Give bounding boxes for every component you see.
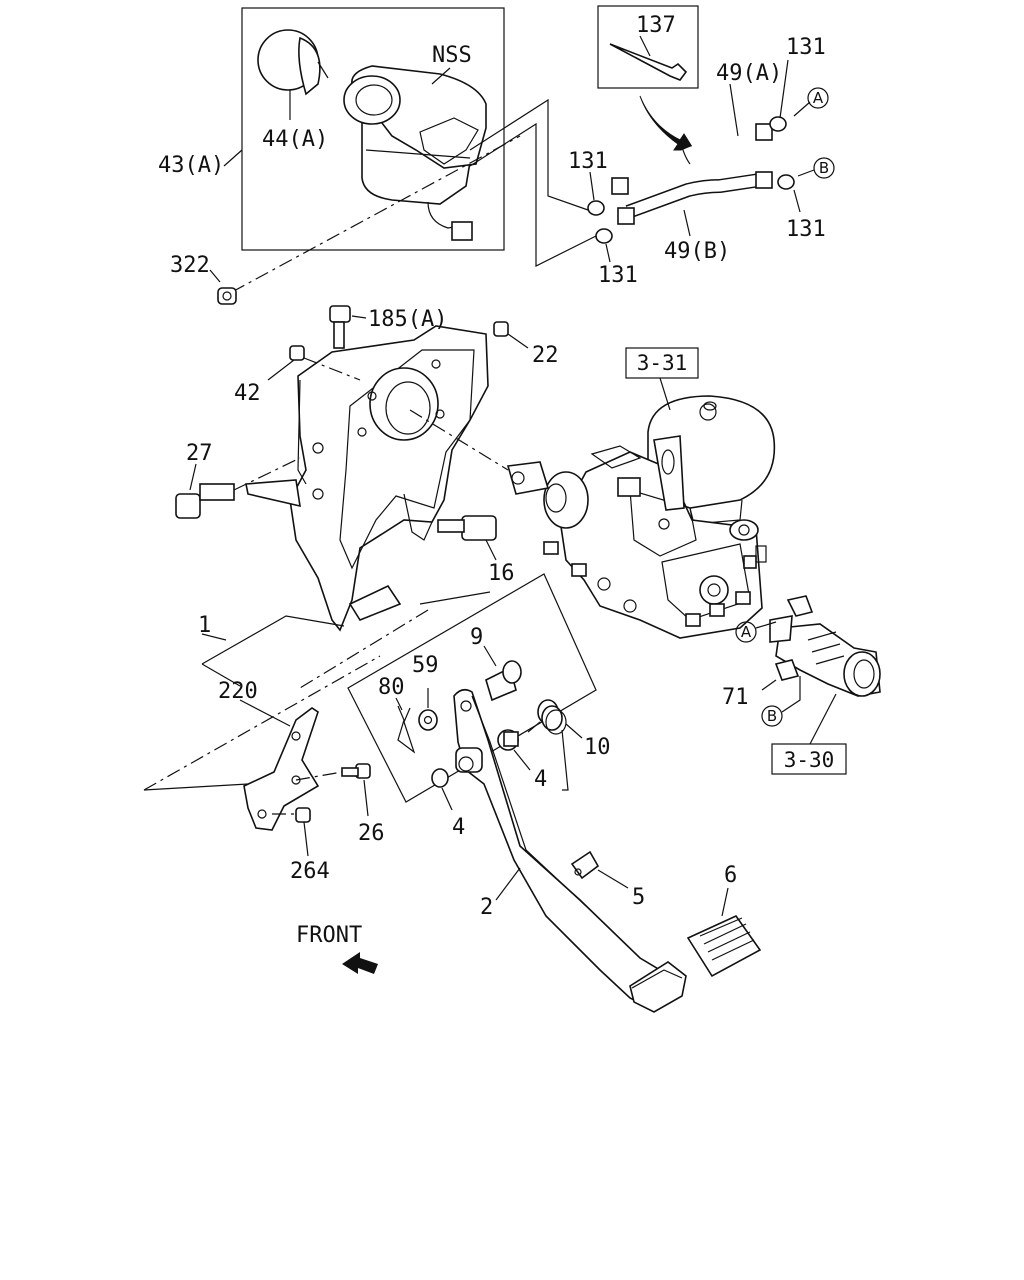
- label-322: 322: [170, 253, 210, 278]
- bushing-4-right: [497, 729, 519, 751]
- label-131-low: 131: [598, 263, 638, 288]
- connector-b-top: B: [797, 157, 835, 179]
- reservoir-cap: [257, 29, 329, 96]
- reservoir-inset-frame: [241, 7, 505, 251]
- label-131-right: 131: [786, 217, 826, 242]
- front-arrow-icon: [342, 952, 378, 974]
- label-4-left: 4: [452, 815, 465, 840]
- label-80: 80: [378, 675, 405, 700]
- label-6: 6: [724, 863, 737, 888]
- label-1: 1: [198, 613, 211, 638]
- label-44a: 44(A): [262, 127, 328, 152]
- label-10: 10: [584, 735, 611, 760]
- brake-pedal-pad: [629, 961, 687, 1013]
- label-27: 27: [186, 441, 213, 466]
- bolt-26: [341, 763, 371, 779]
- hose-49b: [617, 171, 773, 225]
- front-label: FRONT: [296, 923, 362, 948]
- label-9: 9: [470, 625, 483, 650]
- pedal-pad-6: [686, 914, 762, 978]
- stopper-5: [570, 850, 600, 880]
- label-42: 42: [234, 381, 261, 406]
- svg-text:3-30: 3-30: [784, 748, 835, 772]
- bolt-185a: [329, 305, 351, 349]
- label-185a: 185(A): [368, 307, 447, 332]
- label-49b: 49(B): [664, 239, 730, 264]
- label-16: 16: [488, 561, 515, 586]
- label-220: 220: [218, 679, 258, 704]
- hose-49a: [611, 123, 773, 195]
- label-5: 5: [632, 885, 645, 910]
- nut-322: [217, 287, 237, 305]
- label-nss: NSS: [432, 43, 472, 68]
- label-137: 137: [636, 13, 676, 38]
- label-264: 264: [290, 859, 330, 884]
- svg-text:A: A: [813, 89, 824, 107]
- label-26: 26: [358, 821, 385, 846]
- pedal-bracket: [245, 325, 489, 632]
- label-43a: 43(A): [158, 153, 224, 178]
- pipe-fitting-3-30: [769, 595, 881, 697]
- connector-a-low: A: [735, 621, 777, 643]
- svg-text:B: B: [767, 707, 777, 725]
- label-59: 59: [412, 653, 439, 678]
- label-131-mid: 131: [568, 149, 608, 174]
- spring-10: [527, 699, 569, 791]
- clamps-131: [587, 116, 795, 244]
- label-22: 22: [532, 343, 559, 368]
- nut-71: [774, 659, 800, 681]
- svg-text:B: B: [819, 159, 829, 177]
- label-131-top: 131: [786, 35, 826, 60]
- pedal-subassembly-frame: [347, 573, 597, 803]
- label-71: 71: [722, 685, 749, 710]
- connector-a-top: A: [793, 87, 829, 117]
- pin-9: [485, 660, 522, 702]
- switch-16: [437, 515, 497, 541]
- reservoir-tank: [343, 65, 487, 241]
- bushing-4-left: [431, 768, 449, 788]
- svg-text:A: A: [741, 623, 752, 641]
- brake-pedal-arm: [453, 688, 672, 1012]
- bolt-27: [175, 483, 235, 519]
- label-2: 2: [480, 895, 493, 920]
- ref-box-3-31: 3-31: [625, 347, 699, 379]
- label-49a: 49(A): [716, 61, 782, 86]
- label-4-right: 4: [534, 767, 547, 792]
- reservoir-inset: NSS 44(A): [241, 7, 505, 251]
- connector-b-low: B: [761, 676, 801, 727]
- svg-text:3-31: 3-31: [637, 351, 688, 375]
- clip-137-inset: 137: [597, 5, 699, 89]
- brake-booster-assembly: [506, 395, 776, 639]
- ref-box-3-30: 3-30: [771, 743, 847, 775]
- bracket-220: [243, 707, 320, 831]
